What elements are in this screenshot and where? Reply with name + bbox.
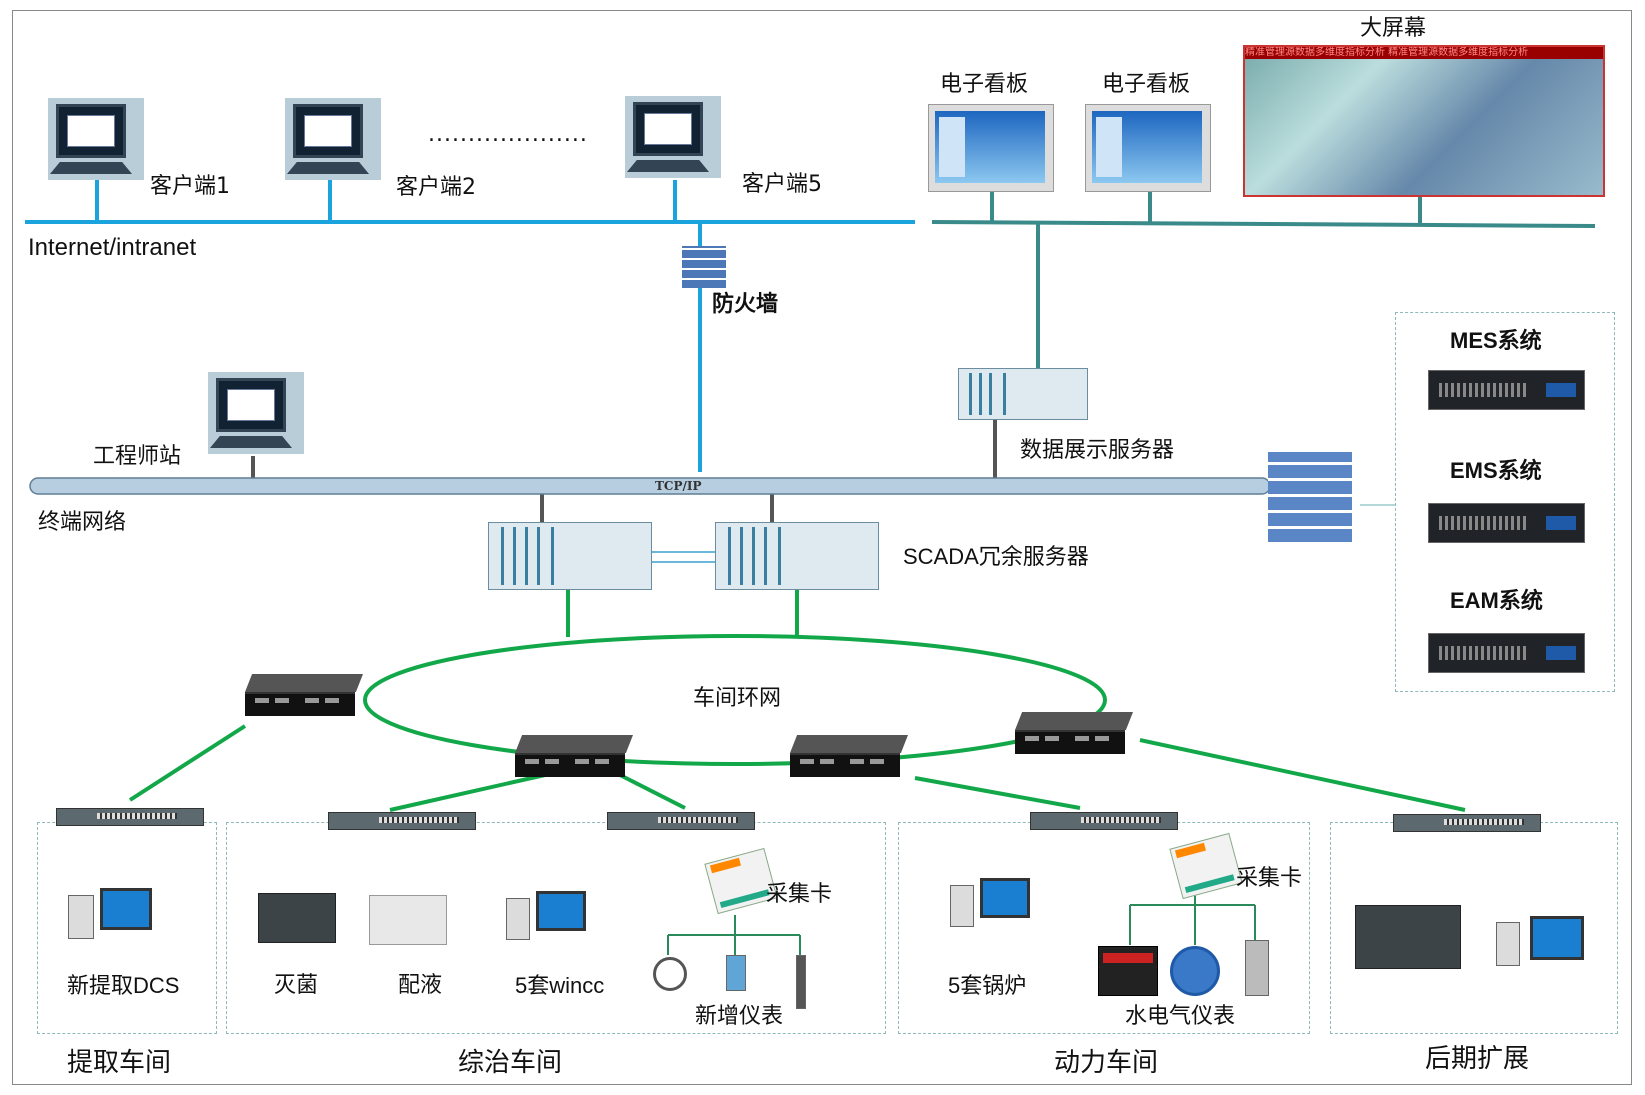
boiler-tower <box>950 885 974 927</box>
tcp-ip-bus <box>29 477 1271 495</box>
dosing-plc <box>369 895 447 945</box>
wincc-label: 5套wincc <box>515 973 605 998</box>
card-1-label: 采集卡 <box>766 882 833 907</box>
electronic-board-1 <box>928 104 1054 192</box>
internet-label: Internet/intranet <box>28 234 197 261</box>
wincc-monitor <box>536 891 586 931</box>
firewall-right-icon <box>1268 452 1352 542</box>
water-meter-icon <box>1170 946 1220 996</box>
client-2-label: 客户端2 <box>396 175 476 200</box>
access-switch-4 <box>1030 812 1178 830</box>
system-eam-label: EAM系统 <box>1450 588 1543 613</box>
ring-switch-3 <box>790 735 908 777</box>
display-lines <box>931 190 1596 368</box>
transmitter-icon <box>726 955 746 991</box>
ring-switch-2 <box>515 735 633 777</box>
big-screen: 精准管理源数据多维度指标分析 精准管理源数据多维度指标分析 <box>1243 45 1605 197</box>
display-server-label: 数据展示服务器 <box>1020 438 1175 463</box>
expansion-plc <box>1355 905 1461 969</box>
scada-server-2 <box>715 522 879 590</box>
client-1-computer <box>48 98 144 180</box>
big-screen-marquee: 精准管理源数据多维度指标分析 精准管理源数据多维度指标分析 <box>1245 47 1603 59</box>
client-5-label: 客户端5 <box>742 172 822 197</box>
bus-label: TCP/IP <box>655 479 702 493</box>
expansion-monitor <box>1530 916 1584 960</box>
temperature-probe-icon <box>796 955 806 1009</box>
terminal-network-label: 终端网络 <box>38 510 127 535</box>
access-switch-5 <box>1393 814 1541 832</box>
workshop-box-power <box>898 822 1310 1034</box>
sterilize-plc <box>258 893 336 943</box>
workshop-extraction-label: 提取车间 <box>67 1048 172 1078</box>
ring-network <box>363 634 1107 766</box>
board-2-label: 电子看板 <box>1102 72 1191 97</box>
dcs-tower <box>68 895 94 939</box>
client-5-computer <box>625 96 721 178</box>
ring-lines <box>128 590 1466 812</box>
system-ems-label: EMS系统 <box>1450 458 1542 483</box>
boiler-monitor <box>980 878 1030 918</box>
display-backbone <box>931 220 1596 228</box>
engineer-station-label: 工程师站 <box>93 444 182 469</box>
system-mes-label: MES系统 <box>1450 328 1542 353</box>
workshop-expansion-label: 后期扩展 <box>1425 1044 1530 1074</box>
mes-server <box>1428 370 1585 410</box>
access-switch-3 <box>607 812 755 830</box>
internet-lines <box>25 180 915 472</box>
engineer-station-computer <box>208 372 304 454</box>
ring-switch-4 <box>1015 712 1133 754</box>
client-ellipsis: .................... <box>428 122 588 147</box>
systems-box <box>1395 312 1615 692</box>
ring-label: 车间环网 <box>693 686 782 711</box>
workshop-power-label: 动力车间 <box>1054 1048 1159 1078</box>
access-switch-2 <box>328 812 476 830</box>
card-2-label: 采集卡 <box>1236 866 1303 891</box>
dosing-label: 配液 <box>398 973 443 998</box>
client-2-computer <box>285 98 381 180</box>
boilers-label: 5套锅炉 <box>948 973 1027 998</box>
workshop-box-comprehensive <box>226 822 886 1034</box>
eam-server <box>1428 633 1585 673</box>
gas-meter-icon <box>1245 940 1269 996</box>
new-instruments-label: 新增仪表 <box>695 1004 784 1029</box>
big-screen-label: 大屏幕 <box>1360 16 1427 41</box>
client-1-label: 客户端1 <box>150 174 230 199</box>
board-1-label: 电子看板 <box>940 72 1029 97</box>
workshop-comprehensive-label: 综治车间 <box>458 1048 563 1078</box>
pressure-gauge-icon <box>653 957 687 991</box>
dcs-label: 新提取DCS <box>67 973 180 998</box>
diagram-frame <box>12 10 1632 1085</box>
scada-label: SCADA冗余服务器 <box>903 544 1089 569</box>
utility-meters-label: 水电气仪表 <box>1125 1004 1236 1029</box>
electronic-board-2 <box>1085 104 1211 192</box>
firewall-label: 防火墙 <box>712 292 779 317</box>
display-server <box>958 368 1088 420</box>
dcs-monitor <box>100 888 152 930</box>
power-meter-icon <box>1098 946 1158 996</box>
scada-server-1 <box>488 522 652 590</box>
ring-switch-1 <box>245 674 363 716</box>
ems-server <box>1428 503 1585 543</box>
expansion-tower <box>1496 922 1520 966</box>
sterilize-label: 灭菌 <box>274 973 319 998</box>
access-switch-1 <box>56 808 204 826</box>
firewall-icon <box>682 246 726 288</box>
wincc-tower <box>506 898 530 940</box>
